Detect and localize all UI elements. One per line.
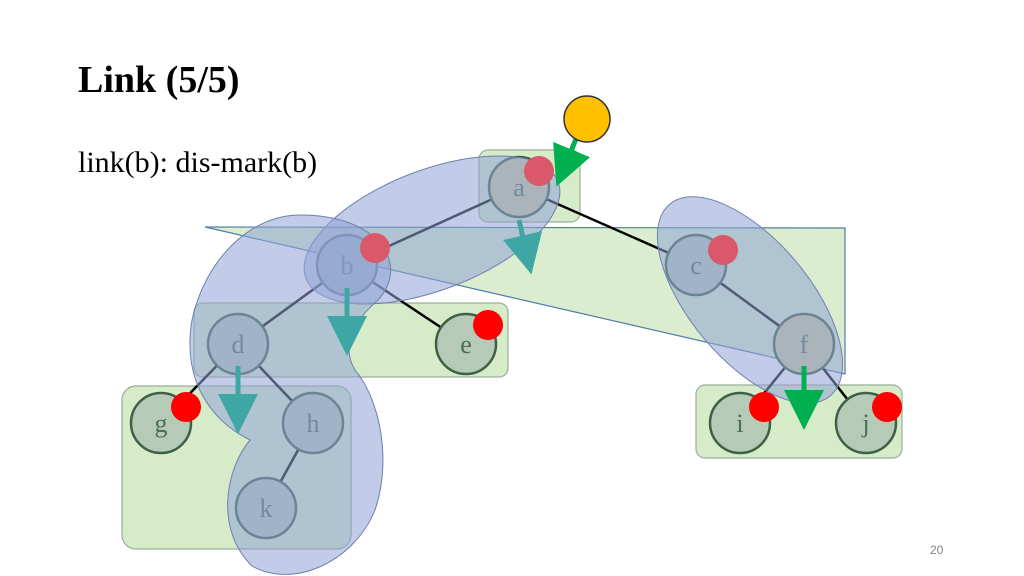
mark-layer [171,156,902,422]
mark-dot-c [708,235,738,265]
slide-subtitle: link(b): dis-mark(b) [78,146,318,179]
path-blob-b-k [189,214,392,575]
page-number: 20 [930,543,944,557]
mark-dot-j [872,392,902,422]
mark-dot-a [524,156,554,186]
mark-dot-e [473,310,503,340]
root-pointer-circle [563,95,611,143]
path-blob-c-f [656,196,844,404]
node-label-i: i [736,409,743,438]
path-blob-layer [189,155,844,575]
node-label-j: j [861,409,869,438]
mark-dot-i [749,392,779,422]
arrow-a-down [503,219,543,275]
arrow-layer [218,121,824,434]
slide-title: Link (5/5) [78,59,240,101]
mark-dot-b [360,233,390,263]
node-label-e: e [460,330,472,359]
node-label-g: g [155,409,168,438]
mark-dot-g [171,392,201,422]
